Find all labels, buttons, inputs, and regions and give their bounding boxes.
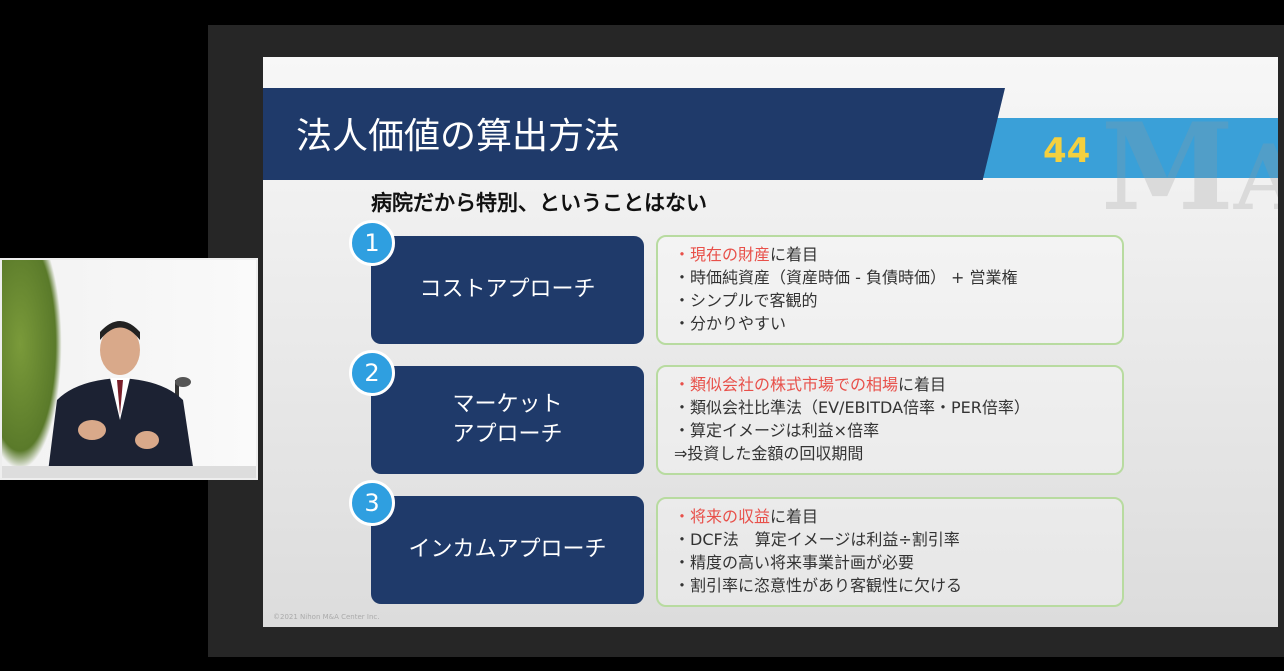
number-badge: 3	[349, 480, 395, 526]
approach-details-box: ・類似会社の株式市場での相場に着目 ・類似会社比準法（EV/EBITDA倍率・P…	[656, 365, 1124, 475]
title-bar	[263, 88, 1005, 180]
approach-label: コストアプローチ	[419, 277, 596, 302]
bullet: ・類似会社の株式市場での相場に着目	[674, 375, 947, 394]
slide-subtitle: 病院だから特別、ということはない	[371, 191, 707, 215]
bullet: ⇒投資した金額の回収期間	[674, 444, 864, 463]
approach-label: マーケット	[452, 392, 563, 417]
title-accent-strip	[983, 118, 1278, 178]
bullet: ・算定イメージは利益×倍率	[674, 421, 880, 440]
ma-watermark-logo: MA	[1101, 97, 1278, 238]
desk	[2, 466, 256, 478]
presenter-image	[47, 321, 195, 478]
number-badge: 1	[349, 220, 395, 266]
presenter-webcam	[0, 258, 258, 480]
slide-title: 法人価値の算出方法	[296, 116, 621, 157]
bullet: ・精度の高い将来事業計画が必要	[674, 553, 915, 572]
number-badge: 2	[349, 350, 395, 396]
approach-market: マーケットアプローチ	[371, 366, 644, 474]
bullet: ・シンプルで客観的	[674, 291, 818, 310]
bullet: ・時価純資産（資産時価 - 負債時価） + 営業権	[674, 268, 1018, 287]
presentation-slide: MA 法人価値の算出方法 44 病院だから特別、ということはない コストアプロー…	[263, 57, 1278, 627]
approach-cost: コストアプローチ	[371, 236, 644, 344]
approach-label: インカムアプローチ	[408, 537, 607, 562]
bullet: ・DCF法 算定イメージは利益÷割引率	[674, 530, 960, 549]
bullet: ・類似会社比準法（EV/EBITDA倍率・PER倍率）	[674, 398, 1030, 417]
copyright-text: ©2021 Nihon M&A Center Inc.	[273, 613, 380, 621]
page-number: 44	[1043, 131, 1091, 171]
approach-details-box: ・現在の財産に着目 ・時価純資産（資産時価 - 負債時価） + 営業権 ・シンプ…	[656, 235, 1124, 345]
bullet: ・分かりやすい	[674, 314, 787, 333]
bullet: ・割引率に恣意性があり客観性に欠ける	[674, 576, 963, 595]
approach-label: アプローチ	[452, 422, 563, 447]
approach-details-box: ・将来の収益に着目 ・DCF法 算定イメージは利益÷割引率 ・精度の高い将来事業…	[656, 497, 1124, 607]
bullet: ・現在の財産に着目	[674, 245, 819, 264]
plant-image	[2, 260, 62, 470]
bullet: ・将来の収益に着目	[674, 507, 819, 526]
approach-income: インカムアプローチ	[371, 496, 644, 604]
